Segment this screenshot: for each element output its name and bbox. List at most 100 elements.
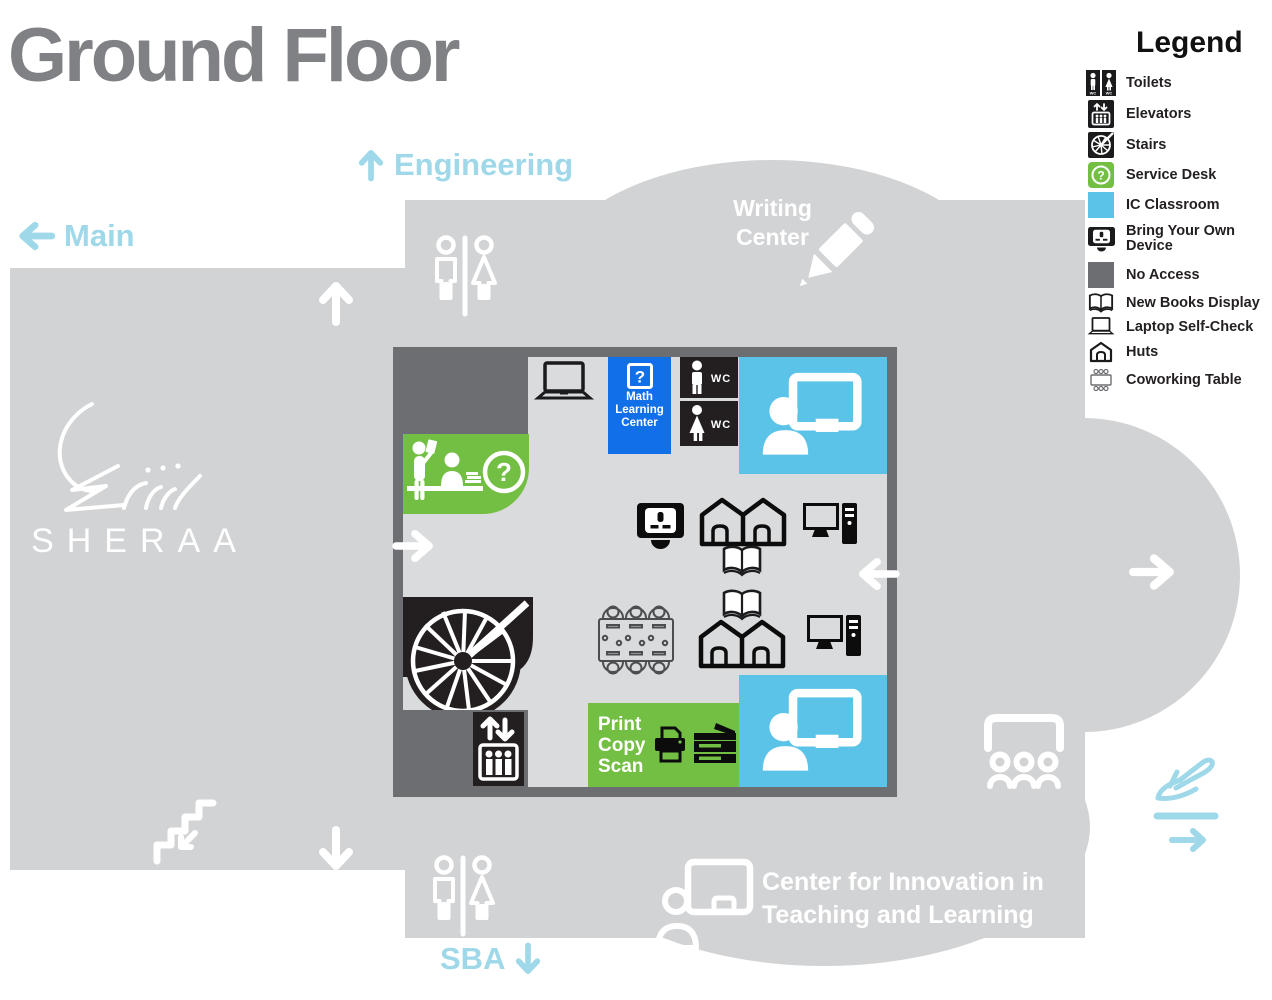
print-copy-scan-area: Print Copy Scan	[588, 703, 739, 787]
stairs-exit-icon	[153, 799, 217, 865]
new-books-display-icon	[722, 589, 762, 621]
toilets-icon-bottom	[433, 855, 495, 937]
toilets-icon-top	[435, 235, 497, 317]
direction-main: Main	[16, 218, 135, 254]
ic-classroom-top	[739, 357, 887, 474]
up-arrow-icon	[319, 282, 353, 326]
page-title: Ground Floor	[8, 13, 460, 98]
new-books-display-icon	[1086, 293, 1116, 313]
right-exit-arrow-icon	[1129, 554, 1174, 590]
ic-classroom-bottom	[739, 675, 887, 787]
direction-sba: SBA	[440, 940, 543, 978]
footprint-right-bump	[928, 418, 1240, 732]
print-copy-scan-label: Print Copy Scan	[598, 713, 646, 777]
wc-man-icon: WC	[692, 360, 731, 394]
svg-text:WC: WC	[1106, 91, 1113, 96]
svg-text:WC: WC	[1090, 91, 1097, 96]
audience-icon	[984, 714, 1064, 789]
direction-main-label: Main	[64, 218, 135, 253]
toilets-sign-icon: WC WC	[1086, 70, 1116, 96]
math-learning-center-area: ? Math Learning Center	[608, 357, 671, 454]
legend-item-coworking: Coworking Table	[1086, 368, 1242, 392]
legend-label: Bring Your Own Device	[1126, 223, 1236, 254]
legend-item-new-books: New Books Display	[1086, 293, 1260, 313]
person-whiteboard-icon	[762, 372, 862, 455]
byod-icon	[637, 503, 684, 549]
left-arrow-icon	[19, 221, 56, 251]
legend-item-stairs: Stairs	[1086, 132, 1166, 158]
huts-icon	[699, 497, 787, 547]
departures-plane-icon	[1153, 757, 1219, 852]
up-arrow-icon	[358, 150, 384, 182]
stairs-sign-icon	[1086, 132, 1116, 158]
copier-icon	[694, 723, 736, 763]
wc-women-sign: WC	[680, 401, 738, 446]
elevator-icon	[478, 716, 519, 781]
legend-item-no-access: No Access	[1086, 262, 1200, 288]
person-whiteboard-icon	[762, 688, 862, 771]
entrance-arrow-left-icon	[392, 529, 433, 563]
service-desk-area: ?	[403, 434, 529, 514]
legend-label: Elevators	[1126, 105, 1192, 122]
library-room: ? ? Math Learning Center WC	[392, 347, 900, 797]
direction-engineering: Engineering	[356, 146, 573, 184]
direction-engineering-label: Engineering	[394, 147, 574, 182]
desktop-computer-icon	[807, 615, 861, 656]
hut-icon	[1086, 341, 1116, 363]
citl-label: Center for Innovation in Teaching and Le…	[762, 866, 1072, 932]
huts-icon	[698, 619, 786, 669]
elevator-sign	[473, 712, 524, 786]
byod-sign-icon	[1086, 226, 1116, 252]
svg-text:?: ?	[496, 457, 512, 487]
legend-item-byod: Bring Your Own Device	[1086, 224, 1244, 254]
citl-icon	[655, 858, 754, 951]
wc-woman-icon: WC	[689, 405, 731, 441]
elevator-sign-icon	[1086, 100, 1116, 128]
legend-item-laptop-selfcheck: Laptop Self-Check	[1086, 317, 1253, 337]
writing-center-label: Writing Center	[733, 195, 812, 250]
spiral-stairs-area	[403, 597, 533, 719]
coworking-table-icon	[1086, 368, 1116, 392]
no-access-area-top	[403, 357, 528, 434]
printer-icon	[655, 726, 685, 763]
legend-label: Toilets	[1126, 74, 1172, 91]
svg-text:WC: WC	[711, 373, 731, 385]
legend-item-service-desk: ? Service Desk	[1086, 162, 1216, 188]
legend-item-ic-classroom: IC Classroom	[1086, 192, 1219, 218]
laptop-self-check-icon	[1086, 317, 1116, 337]
sheraa-wordmark: SHERAA	[31, 522, 249, 560]
svg-text:WC: WC	[711, 419, 731, 431]
legend-label: Huts	[1126, 343, 1159, 360]
legend-label: IC Classroom	[1126, 196, 1220, 213]
legend-label: Stairs	[1126, 136, 1167, 153]
down-arrow-icon	[319, 826, 353, 870]
legend-title: Legend	[1136, 26, 1243, 59]
no-access-swatch	[1088, 262, 1114, 288]
legend-item-elevators: Elevators	[1086, 100, 1191, 128]
wc-men-sign: WC	[680, 357, 738, 398]
legend: Legend WC WC Toilets	[1086, 26, 1272, 406]
math-learning-center-label: Math Learning Center	[615, 391, 664, 429]
coworking-table-icon	[598, 605, 674, 675]
sheraa-logo-mark	[57, 402, 202, 512]
ic-classroom-swatch	[1088, 192, 1114, 218]
legend-label: Laptop Self-Check	[1126, 318, 1254, 335]
service-desk-sign-icon: ?	[1086, 162, 1116, 188]
legend-label: New Books Display	[1126, 294, 1260, 311]
legend-label: Coworking Table	[1126, 371, 1242, 388]
pencil-icon	[799, 212, 874, 287]
laptop-self-check-icon	[533, 361, 595, 400]
service-desk-icon: ?	[407, 439, 526, 500]
footprint-left-wing	[10, 268, 405, 870]
direction-sba-label: SBA	[440, 941, 506, 976]
citl-label-line1: Center for Innovation in	[762, 868, 1044, 896]
citl-label-line2: Teaching and Learning	[762, 901, 1034, 929]
question-square-icon: ?	[626, 363, 653, 389]
desktop-computer-icon	[803, 503, 857, 544]
new-books-display-icon	[722, 545, 762, 577]
svg-text:?: ?	[1097, 169, 1104, 183]
entrance-arrow-right-icon	[859, 557, 900, 591]
svg-text:?: ?	[634, 368, 644, 387]
legend-item-toilets: WC WC Toilets	[1086, 70, 1172, 96]
